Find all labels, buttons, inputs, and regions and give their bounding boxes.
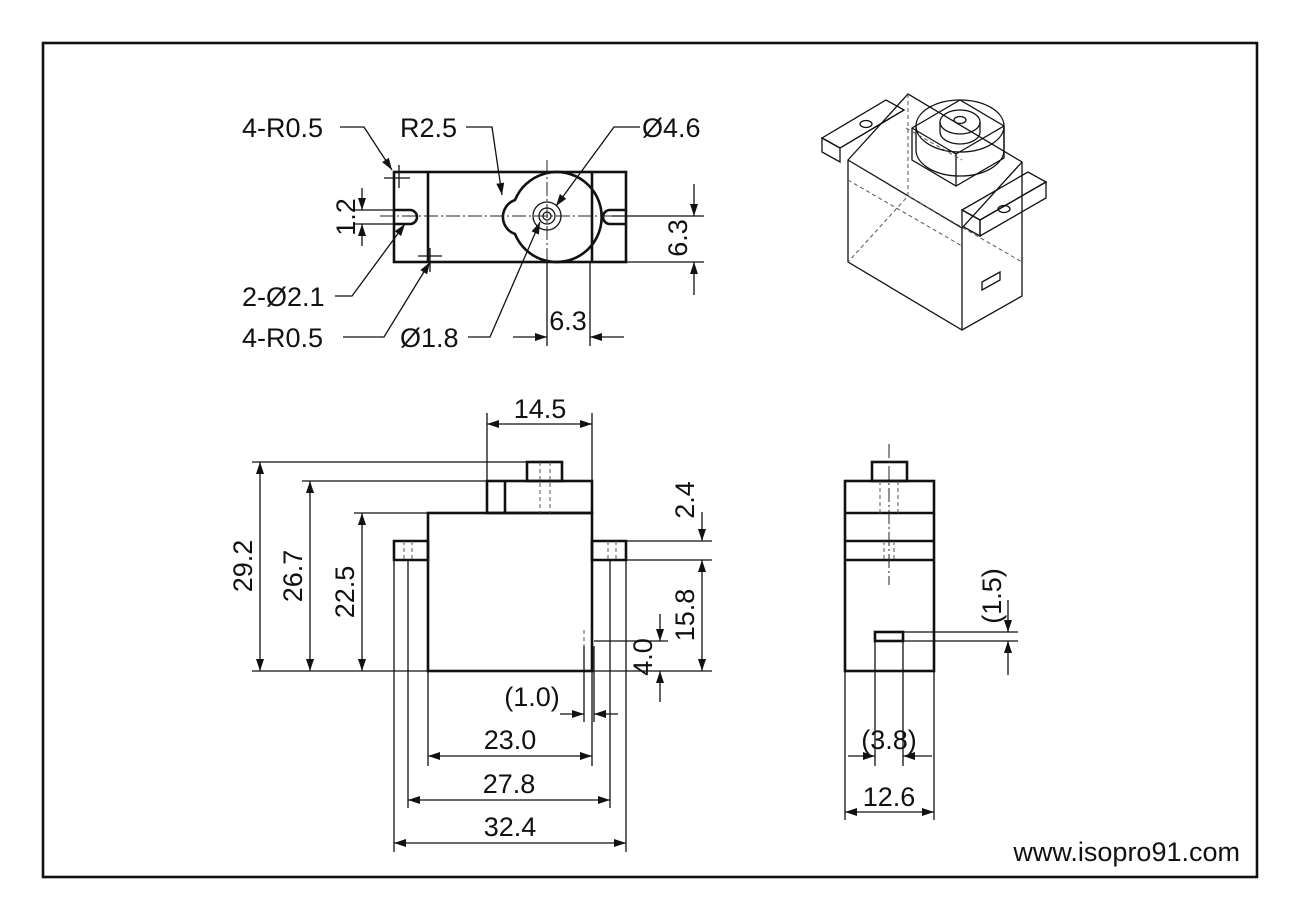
drawing-frame (41, 41, 1259, 879)
dim-body-width: 23.0 (484, 725, 537, 755)
dim-flange-thickness: 2.4 (670, 481, 700, 519)
dim-cable-slot-width: (3.8) (861, 725, 917, 755)
dim-center-offset-h: 6.3 (549, 306, 587, 336)
label-spline-dia: Ø4.6 (642, 113, 701, 143)
dim-body-depth: 12.6 (863, 782, 916, 812)
label-hole-dia: 2-Ø2.1 (242, 282, 325, 312)
label-corner-radius-top: 4-R0.5 (242, 113, 323, 143)
dim-hole-spacing: 27.8 (483, 769, 536, 799)
label-corner-radius-bottom: 4-R0.5 (242, 323, 323, 353)
dim-top-width: 14.5 (514, 394, 567, 424)
dim-cable-offset: (1.0) (504, 682, 560, 712)
dim-cable-height: 4.0 (628, 638, 658, 676)
isometric-view (820, 93, 1048, 331)
label-boss-radius: R2.5 (400, 113, 457, 143)
front-view-body (426, 511, 594, 673)
top-view-spline-housing (501, 170, 603, 264)
dim-body-top-height: 26.7 (278, 550, 308, 603)
side-view: (1.5) (3.8) 12.6 (843, 444, 1018, 820)
top-view-flange-outline (392, 170, 628, 264)
front-view: 14.5 29.2 26.7 22.5 2.4 15.8 4.0 (1 (228, 394, 712, 852)
dim-center-offset-v: 6.3 (663, 219, 693, 257)
top-view: 4-R0.5 R2.5 Ø4.6 2-Ø2.1 4-R0.5 Ø1.8 1.2 … (242, 113, 704, 353)
dim-slot-width: 1.2 (331, 198, 361, 236)
watermark: www.isopro91.com (1012, 837, 1240, 867)
dim-body-height: 22.5 (330, 566, 360, 619)
dim-cable-slot-height: (1.5) (977, 568, 1007, 624)
label-screw-dia: Ø1.8 (400, 323, 459, 353)
dim-total-height: 29.2 (228, 540, 258, 593)
side-view-cable-slot (873, 630, 905, 643)
dim-overall-width: 32.4 (484, 812, 537, 842)
dim-flange-height: 15.8 (670, 589, 700, 642)
